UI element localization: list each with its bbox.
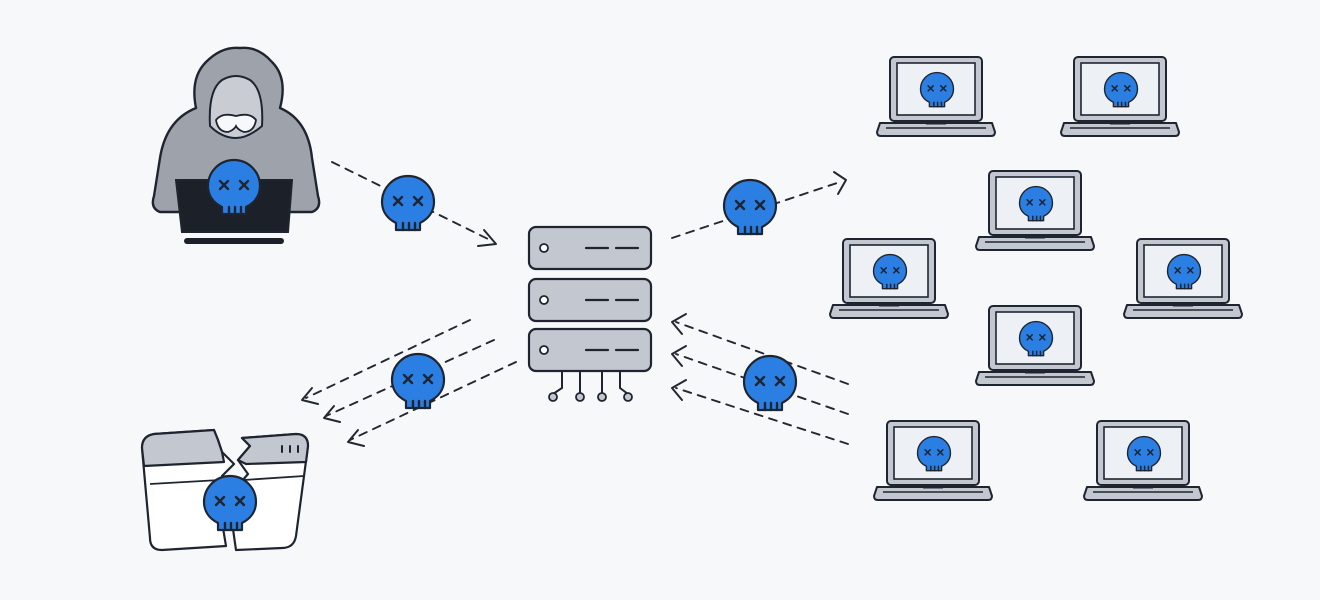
- arrowhead-icon: [301, 387, 319, 405]
- dashed-arrow-laptops-to-server-1: [675, 321, 849, 385]
- arrowhead-icon: [477, 229, 497, 247]
- arrowhead-icon: [671, 379, 687, 401]
- arrowhead-icon: [671, 345, 687, 367]
- skull-icon: [380, 174, 436, 232]
- dashed-arrow-server-to-laptops: [671, 181, 841, 239]
- arrowhead-icon: [323, 405, 341, 423]
- arrowhead-icon: [347, 429, 365, 447]
- skull-icon: [742, 354, 798, 412]
- skull-icon: [390, 352, 446, 410]
- dashed-arrow-hacker-to-server: [331, 161, 491, 241]
- server-unit: [527, 277, 653, 323]
- dashed-arrow-server-to-files-1: [305, 319, 471, 399]
- arrowhead-icon: [833, 171, 847, 195]
- dashed-arrow-server-to-files-3: [349, 361, 517, 441]
- server-unit: [527, 225, 653, 271]
- skull-icon: [722, 178, 778, 236]
- server-icon: [527, 225, 653, 402]
- hacker-icon: [151, 46, 321, 244]
- broken-file-icon: [140, 428, 310, 552]
- arrowhead-icon: [671, 313, 687, 335]
- dashed-arrow-laptops-to-server-3: [675, 387, 849, 445]
- server-unit: [527, 327, 653, 373]
